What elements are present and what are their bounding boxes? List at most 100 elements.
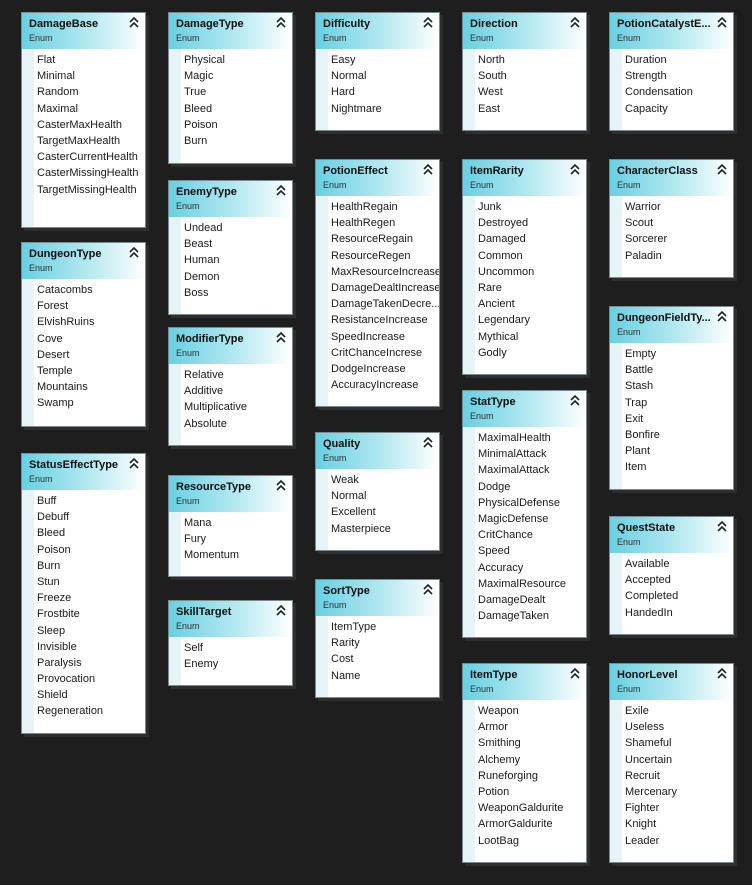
enum-value[interactable]: Masterpiece: [331, 522, 391, 535]
enum-value[interactable]: Mythical: [478, 330, 519, 343]
enum-value[interactable]: Buff: [37, 495, 57, 507]
enum-value[interactable]: Accepted: [625, 574, 671, 587]
enum-value[interactable]: ResourceRegen: [331, 249, 411, 262]
enum-value[interactable]: Nightmare: [331, 102, 382, 115]
enum-value[interactable]: DamageTakenDecre...: [331, 298, 439, 311]
enum-value[interactable]: Easy: [331, 54, 356, 66]
collapse-chevron-icon[interactable]: [569, 163, 581, 177]
enum-value[interactable]: Shield: [37, 689, 68, 702]
enum-value[interactable]: DamageDealt: [478, 593, 546, 606]
collapse-chevron-icon[interactable]: [422, 163, 434, 177]
enum-value[interactable]: Destroyed: [478, 217, 529, 230]
enum-value[interactable]: Warrior: [625, 201, 661, 213]
enum-value[interactable]: Exile: [625, 705, 649, 717]
enum-value[interactable]: ElvishRuins: [37, 316, 95, 329]
enum-value[interactable]: Normal: [331, 490, 367, 503]
enum-value[interactable]: DodgeIncrease: [331, 362, 406, 375]
enum-value[interactable]: Accuracy: [478, 561, 524, 574]
enum-value[interactable]: Additive: [184, 385, 224, 398]
enum-value[interactable]: Beast: [184, 238, 213, 251]
enum-value[interactable]: Maximal: [37, 102, 78, 115]
enum-value[interactable]: Poison: [184, 118, 218, 131]
enum-value[interactable]: Weak: [331, 474, 359, 486]
enum-value[interactable]: WeaponGaldurite: [478, 802, 564, 815]
enum-value[interactable]: Sorcerer: [625, 233, 668, 246]
enum-value[interactable]: Normal: [331, 70, 367, 83]
enum-value[interactable]: Capacity: [625, 102, 668, 115]
enum-value[interactable]: Exit: [625, 412, 644, 425]
collapse-chevron-icon[interactable]: [569, 16, 581, 30]
enum-value[interactable]: MaximalAttack: [478, 464, 550, 477]
collapse-chevron-icon[interactable]: [275, 479, 287, 493]
enum-value[interactable]: Bonfire: [625, 428, 660, 441]
enum-value[interactable]: HandedIn: [625, 606, 673, 619]
enum-value[interactable]: Weapon: [478, 705, 519, 717]
enum-value[interactable]: Temple: [37, 364, 73, 377]
enum-value[interactable]: Item: [625, 461, 647, 474]
enum-value[interactable]: Paladin: [625, 249, 662, 262]
enum-value[interactable]: Stun: [37, 575, 60, 588]
enum-value[interactable]: Battle: [625, 364, 654, 377]
collapse-chevron-icon[interactable]: [275, 331, 287, 345]
enum-value[interactable]: Momentum: [184, 549, 240, 562]
enum-value[interactable]: Minimal: [37, 70, 75, 83]
collapse-chevron-icon[interactable]: [569, 667, 581, 681]
enum-value[interactable]: Knight: [625, 818, 657, 831]
collapse-chevron-icon[interactable]: [275, 16, 287, 30]
enum-value[interactable]: Strength: [625, 70, 667, 83]
collapse-chevron-icon[interactable]: [716, 16, 728, 30]
enum-value[interactable]: Invisible: [37, 640, 77, 653]
enum-value[interactable]: Bleed: [37, 527, 66, 540]
enum-value[interactable]: Burn: [184, 134, 208, 147]
enum-value[interactable]: Sleep: [37, 624, 66, 637]
enum-value[interactable]: Shameful: [625, 737, 672, 750]
enum-value[interactable]: ArmorGaldurite: [478, 818, 553, 831]
enum-value[interactable]: Mercenary: [625, 785, 677, 798]
enum-value[interactable]: Leader: [625, 834, 660, 847]
enum-value[interactable]: Cove: [37, 332, 63, 345]
enum-value[interactable]: LootBag: [478, 834, 519, 847]
enum-value[interactable]: Fury: [184, 533, 206, 546]
enum-value[interactable]: Alchemy: [478, 753, 521, 766]
enum-value[interactable]: Regeneration: [37, 705, 104, 718]
enum-value[interactable]: Magic: [184, 70, 214, 83]
enum-value[interactable]: Useless: [625, 721, 665, 734]
enum-value[interactable]: CasterMaxHealth: [37, 118, 122, 131]
enum-value[interactable]: Bleed: [184, 102, 213, 115]
enum-value[interactable]: HealthRegen: [331, 217, 396, 230]
enum-value[interactable]: South: [478, 70, 507, 83]
enum-value[interactable]: Speed: [478, 545, 510, 558]
enum-value[interactable]: ResourceRegain: [331, 233, 413, 246]
enum-value[interactable]: Junk: [478, 201, 502, 213]
enum-value[interactable]: CasterMissingHealth: [37, 167, 139, 180]
enum-value[interactable]: ItemType: [331, 621, 377, 633]
enum-value[interactable]: Fighter: [625, 802, 660, 815]
enum-value[interactable]: Common: [478, 249, 523, 262]
enum-value[interactable]: AccuracyIncrease: [331, 379, 419, 392]
enum-value[interactable]: HealthRegain: [331, 201, 398, 213]
enum-value[interactable]: Runeforging: [478, 769, 538, 782]
collapse-chevron-icon[interactable]: [275, 184, 287, 198]
enum-value[interactable]: Undead: [184, 222, 223, 234]
